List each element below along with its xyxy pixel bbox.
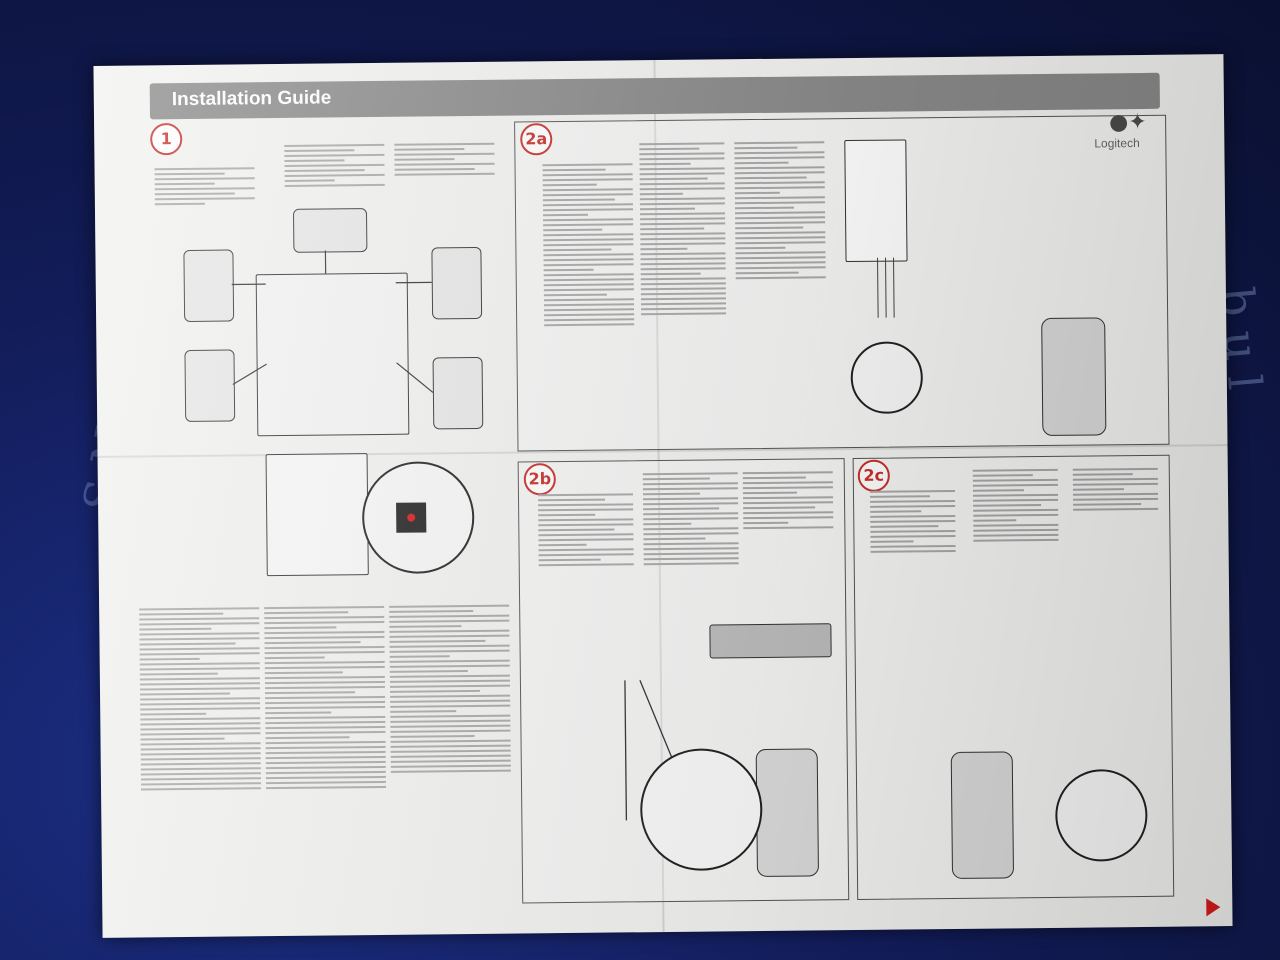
diagram-lines	[231, 250, 1148, 871]
installation-guide-sheet: Installation Guide ●✦ Logitech 1 2a 2b 2…	[93, 54, 1233, 938]
